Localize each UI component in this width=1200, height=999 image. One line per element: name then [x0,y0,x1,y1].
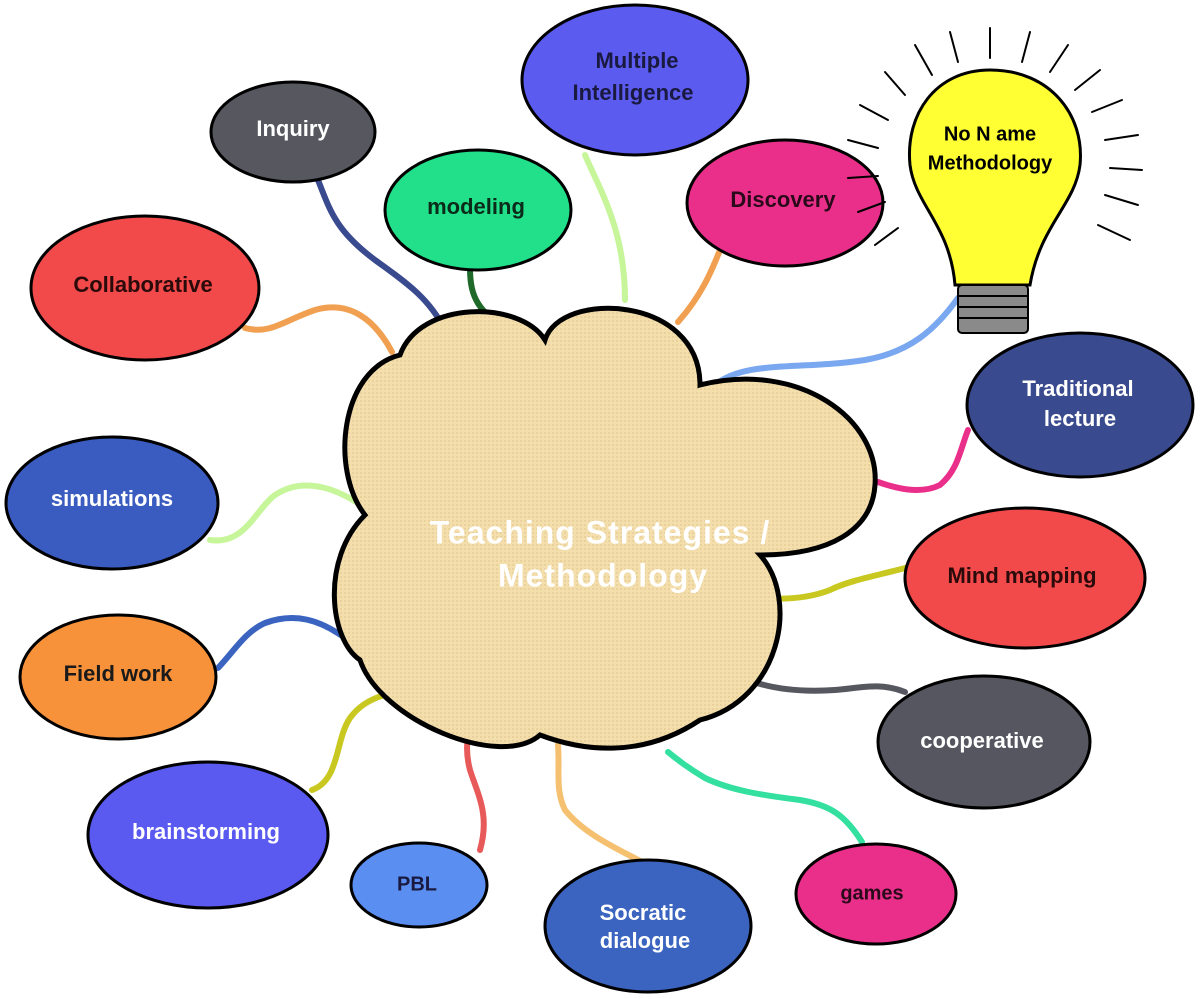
light-bulb-icon: No N ame Methodology [847,27,1143,334]
node-label-line: modeling [427,194,525,219]
center-title-line2: Methodology [498,557,708,593]
node-multiple-intelligence: Multiple Intelligence [520,3,750,157]
center-title-line1: Teaching Strategies / [430,514,771,550]
connector-discovery [675,247,723,325]
node-cooperative: cooperative [876,674,1092,810]
node-label-line: dialogue [600,928,690,953]
node-socratic-dialogue: Socratic dialogue [543,858,753,994]
node-label-line: cooperative [920,728,1044,753]
bulb-label-line2: Methodology [928,152,1053,174]
node-inquiry: Inquiry [209,80,377,184]
node-modeling: modeling [383,148,573,272]
node-label-line: Discovery [730,187,836,212]
node-label-line: brainstorming [132,819,280,844]
node-pbl: PBL [349,841,489,929]
node-label-line: Collaborative [73,272,212,297]
node-games: games [794,842,958,946]
node-label-line: Mind mapping [947,563,1096,588]
bulb-base [957,284,1029,334]
node-label-line: simulations [51,486,173,511]
node-discovery: Discovery [685,138,885,268]
node-field-work: Field work [18,613,218,741]
node-label-line: Multiple [595,48,678,73]
connector-simulations [207,482,368,544]
center-cloud [331,305,878,751]
connector-field-work [215,614,348,671]
node-brainstorming: brainstorming [86,760,330,910]
node-collaborative: Collaborative [29,214,261,362]
bulb-rays [847,27,1143,246]
node-simulations: simulations [4,435,220,571]
connector-inquiry [315,177,448,333]
node-mind-mapping: Mind mapping [903,506,1147,650]
connector-traditional-lecture [875,427,971,493]
node-label-line: lecture [1044,406,1116,431]
connector-collaborative [242,304,395,355]
bulb-label-line1: No N ame [944,123,1036,145]
node-traditional-lecture: Traditional lecture [965,331,1195,479]
connector-games [665,749,865,845]
connector-multiple-intelligence [582,152,628,303]
node-label-line: Socratic [600,900,687,925]
node-label-line: Traditional [1022,376,1133,401]
node-label-line: PBL [397,873,437,895]
bulb-glass [907,68,1082,287]
node-label-line: Inquiry [256,116,330,141]
connector-cooperative [754,680,908,695]
node-label-line: games [840,882,903,904]
node-label-line: Field work [64,661,174,686]
node-label-line: Intelligence [572,80,693,105]
connector-socratic-dialogue [555,742,645,865]
